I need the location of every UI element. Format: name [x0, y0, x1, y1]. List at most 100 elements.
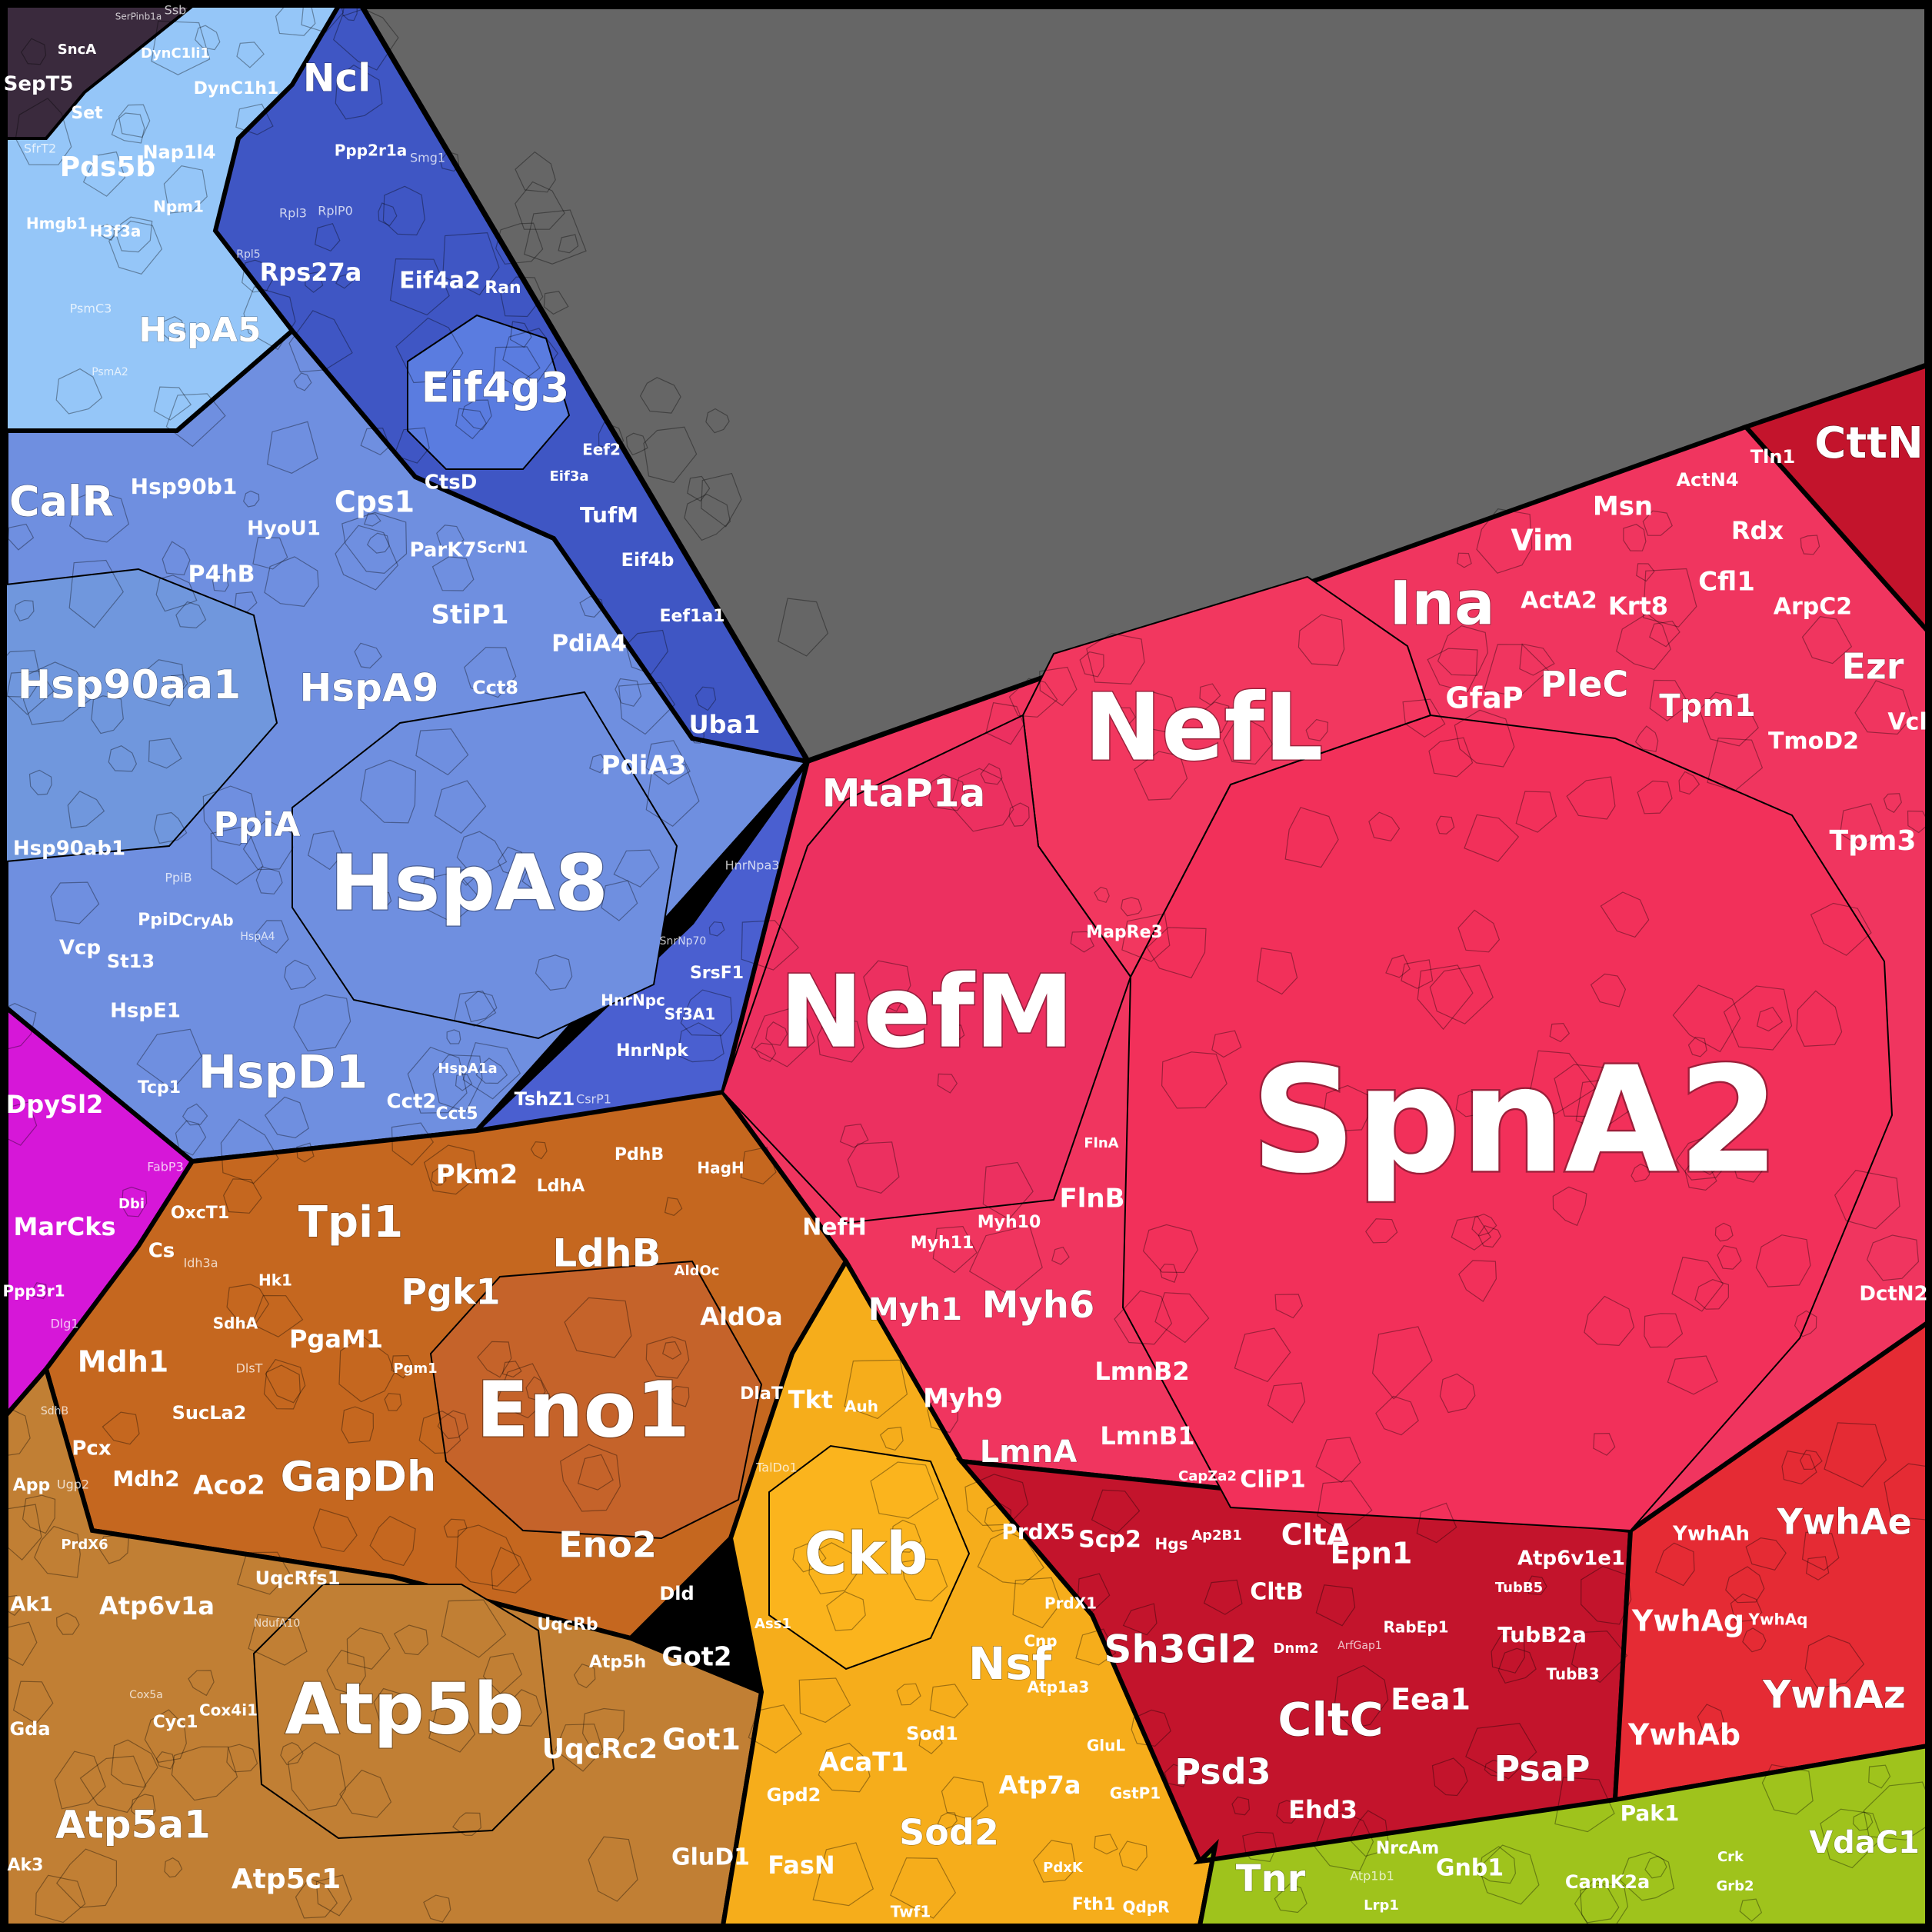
- minor-cell: [1402, 698, 1446, 738]
- minor-cell: [1824, 1422, 1887, 1488]
- minor-cell: [918, 1729, 943, 1754]
- minor-cell: [695, 686, 717, 711]
- cell-label-nefm: NefM: [780, 954, 1074, 1071]
- cell-label-glud1: GluD1: [671, 1844, 750, 1871]
- minor-cell: [151, 20, 211, 75]
- cell-label-dbi: Dbi: [118, 1196, 145, 1212]
- minor-cell: [1314, 1810, 1374, 1872]
- minor-cell: [1675, 1136, 1727, 1181]
- cell-label-tpm1: Tpm1: [1659, 688, 1755, 724]
- cell-label-snca: SncA: [58, 42, 96, 58]
- minor-cell: [236, 42, 265, 68]
- minor-cell: [418, 1411, 461, 1454]
- minor-cell: [366, 532, 390, 554]
- minor-cell: [326, 1650, 366, 1696]
- minor-cell: [439, 151, 460, 172]
- cell-label-lmnb1: LmnB1: [1100, 1421, 1194, 1451]
- cell-label-got2: Got2: [661, 1642, 731, 1673]
- minor-cell: [1131, 1709, 1171, 1747]
- cell-label-pgm1: Pgm1: [393, 1361, 437, 1377]
- minor-cell: [1761, 1764, 1814, 1815]
- minor-cell: [1114, 1290, 1173, 1345]
- minor-cell: [1834, 1169, 1900, 1230]
- minor-cell: [369, 1515, 416, 1567]
- minor-cell: [1142, 1224, 1198, 1274]
- cell-label-ppia: PpiA: [214, 805, 301, 844]
- minor-cell: [432, 1054, 483, 1113]
- minor-cell: [341, 5, 358, 22]
- cell-label-dlat: DlaT: [740, 1384, 783, 1404]
- minor-cell: [308, 830, 344, 871]
- minor-cell: [242, 818, 294, 871]
- minor-cell: [378, 202, 398, 227]
- minor-cell: [252, 537, 288, 570]
- minor-cell: [423, 1894, 451, 1923]
- cell-label-ncl: Ncl: [303, 56, 371, 101]
- minor-cell: [459, 868, 477, 886]
- cell-label-rabep1: RabEp1: [1383, 1618, 1448, 1637]
- minor-cell: [475, 1058, 508, 1084]
- minor-cell: [34, 1525, 81, 1578]
- cell-label-ppid: PpiD: [138, 911, 182, 930]
- cell-atp5b: [252, 1584, 555, 1840]
- minor-cell: [502, 328, 558, 383]
- cell-label-uqcrfs1: UqcRfs1: [255, 1567, 341, 1589]
- minor-cell: [462, 1042, 521, 1100]
- minor-cell: [751, 1004, 815, 1068]
- minor-cell: [1642, 510, 1673, 536]
- minor-cell: [601, 880, 638, 921]
- minor-cell: [391, 1122, 435, 1166]
- minor-cell: [434, 780, 487, 834]
- minor-cell: [0, 1101, 38, 1146]
- minor-cell: [0, 1003, 37, 1051]
- minor-cell: [237, 1551, 291, 1595]
- minor-cell: [395, 317, 464, 384]
- minor-cell: [1527, 1050, 1597, 1114]
- cell-label-epn1: Epn1: [1331, 1537, 1413, 1571]
- cell-label-eif4g3: Eif4g3: [421, 364, 570, 412]
- minor-cell: [1554, 1064, 1613, 1118]
- minor-cell: [275, 2, 316, 36]
- cell-label-sdhb: SdhB: [41, 1405, 68, 1417]
- minor-cell: [455, 1524, 520, 1587]
- minor-cell: [12, 1681, 54, 1724]
- minor-cell: [1315, 1584, 1356, 1627]
- minor-cell: [530, 1141, 548, 1160]
- minor-cell: [818, 1742, 871, 1793]
- minor-cell: [1439, 1373, 1476, 1414]
- minor-cell: [255, 866, 283, 894]
- minor-cell: [175, 1120, 207, 1156]
- minor-cell: [69, 490, 130, 543]
- minor-cell: [1375, 1395, 1419, 1436]
- minor-cell: [515, 151, 556, 193]
- cell-label-qdpr: QdpR: [1122, 1898, 1169, 1917]
- minor-cell: [0, 1409, 31, 1457]
- minor-cell: [443, 1518, 468, 1538]
- minor-cell: [20, 38, 47, 65]
- cell-label-eef1a1: Eef1a1: [660, 607, 725, 626]
- minor-cell: [98, 223, 115, 241]
- minor-cell: [701, 472, 742, 528]
- minor-cell: [1134, 751, 1188, 801]
- minor-cell: [226, 1284, 270, 1327]
- cell-label-nap1l4: Nap1l4: [142, 142, 215, 163]
- minor-cell: [1231, 1796, 1251, 1816]
- cell-label-psma2: PsmA2: [92, 366, 128, 378]
- minor-cell: [335, 525, 399, 591]
- minor-cell: [1644, 1313, 1684, 1348]
- minor-cell: [577, 1454, 614, 1491]
- cell-label-cyc1: Cyc1: [153, 1713, 198, 1732]
- minor-cell: [391, 1354, 414, 1379]
- minor-cell: [248, 1614, 308, 1666]
- minor-cell: [1417, 964, 1474, 1031]
- minor-cell: [613, 849, 660, 888]
- cell-label-acta2: ActA2: [1521, 588, 1597, 615]
- minor-cell: [163, 165, 208, 214]
- cell-label-mdh2: Mdh2: [112, 1466, 179, 1491]
- cell-label-rpl5: Rpl5: [236, 248, 260, 261]
- cell-label-ywhah: YwhAh: [1672, 1523, 1750, 1546]
- minor-cell: [1234, 1327, 1291, 1383]
- minor-cell: [798, 1677, 851, 1724]
- minor-cell: [1091, 1489, 1141, 1534]
- minor-cell: [1745, 1537, 1787, 1571]
